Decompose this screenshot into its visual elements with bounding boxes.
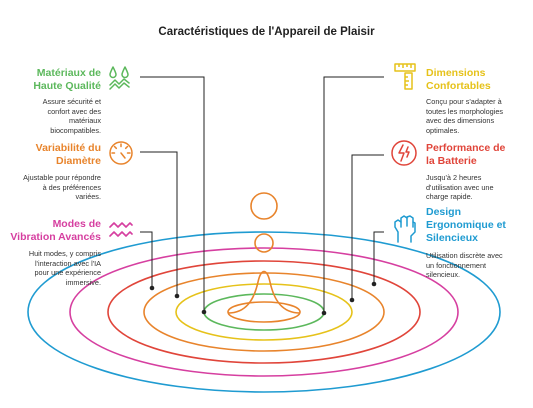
wave-lines-icon [109,222,133,237]
ripple-ring-pink [69,247,459,377]
hand-grip-icon [394,215,416,243]
desc-line: charge rapide. [426,192,473,201]
drop-large [250,192,278,220]
feature-desc-design: Utilisation discrète avec un fonctionnem… [426,251,503,280]
feature-desc-diametre: Ajustable pour répondre à des préférence… [23,173,101,202]
ruler-icon [394,63,416,90]
heading-line: Matériaux de [36,67,101,79]
connector-design [373,231,384,284]
desc-line: confort avec des [47,106,101,116]
connector-batterie [351,154,384,300]
desc-line: Assure sécurité et [42,97,101,106]
heading-line: Modes de [52,218,101,230]
connector-dot [201,309,207,315]
heading-line: Haute Qualité [33,80,101,92]
desc-line: immersive. [65,277,101,287]
desc-line: Jusqu'à 2 heures [426,173,482,182]
dial-gauge-icon [109,141,133,165]
ripple-ring-orange [143,272,385,352]
heading-line: Variabilité du [35,142,101,154]
drop-small [254,233,274,253]
feature-desc-dimensions: Conçu pour s'adapter à toutes les morpho… [426,97,503,135]
heading-line: Silencieux [426,232,478,244]
desc-line: l'interaction avec l'IA [34,258,101,268]
desc-line: pour une expérience [34,268,101,277]
heading-line: Performance de [426,142,506,154]
feature-heading-diametre: Variabilité du Diamètre [36,142,101,168]
heading-line: Diamètre [56,155,101,167]
ripple-ring-yellow [175,283,353,341]
feature-heading-design: Design Ergonomique et Silencieux [426,206,506,245]
feature-heading-dimensions: Dimensions Confortables [426,67,491,93]
connector-dot [349,297,355,303]
connector-dot [149,285,155,291]
feature-heading-materiaux: Matériaux de Haute Qualité [33,67,101,93]
connector-dot [321,310,327,316]
connector-dot [174,293,180,299]
desc-line: Conçu pour s'adapter à [426,97,502,106]
ripple-ring-red [107,260,421,364]
desc-line: optimales. [426,125,460,135]
heading-line: Confortables [426,80,491,92]
desc-line: à des préférences [42,182,101,192]
ripple-ring-center [227,301,301,323]
ripple-ring-green [203,293,325,331]
desc-line: matériaux [68,116,101,125]
feature-heading-vibration: Modes de Vibration Avancés [10,218,101,244]
connector-vibration [140,231,153,288]
battery-charge-icon [391,140,417,166]
heading-line: la Batterie [426,155,477,167]
heading-line: Vibration Avancés [10,231,101,243]
feature-desc-vibration: Huit modes, y compris l'interaction avec… [29,249,101,287]
heading-line: Ergonomique et [426,219,506,231]
heading-line: Design [426,206,462,218]
connector-dot [371,281,377,287]
desc-line: un fonctionnement [426,260,487,270]
feature-desc-materiaux: Assure sécurité et confort avec des maté… [43,97,101,135]
heading-line: Dimensions [426,67,486,79]
desc-line: biocompatibles. [50,125,101,135]
ripple-ring-blue [27,231,501,393]
splash-peak [227,270,301,314]
feature-heading-batterie: Performance de la Batterie [426,142,505,168]
desc-line: silencieux. [426,270,461,279]
desc-line: Huit modes, y compris [28,249,101,258]
desc-line: Ajustable pour répondre [23,173,101,182]
feature-desc-batterie: Jusqu'à 2 heures d'utilisation avec une … [426,173,494,202]
desc-line: d'utilisation avec une [426,182,494,192]
desc-line: toutes les morphologies [426,106,504,116]
connector-diametre [140,151,178,296]
desc-line: Utilisation discrète avec [426,251,503,260]
desc-line: avec des dimensions [426,116,495,125]
connector-materiaux [140,76,205,312]
connector-dimensions [323,76,384,313]
water-drops-icon [109,66,130,90]
diagram-title: Caractéristiques de l'Appareil de Plaisi… [158,26,375,38]
desc-line: variées. [75,192,101,201]
